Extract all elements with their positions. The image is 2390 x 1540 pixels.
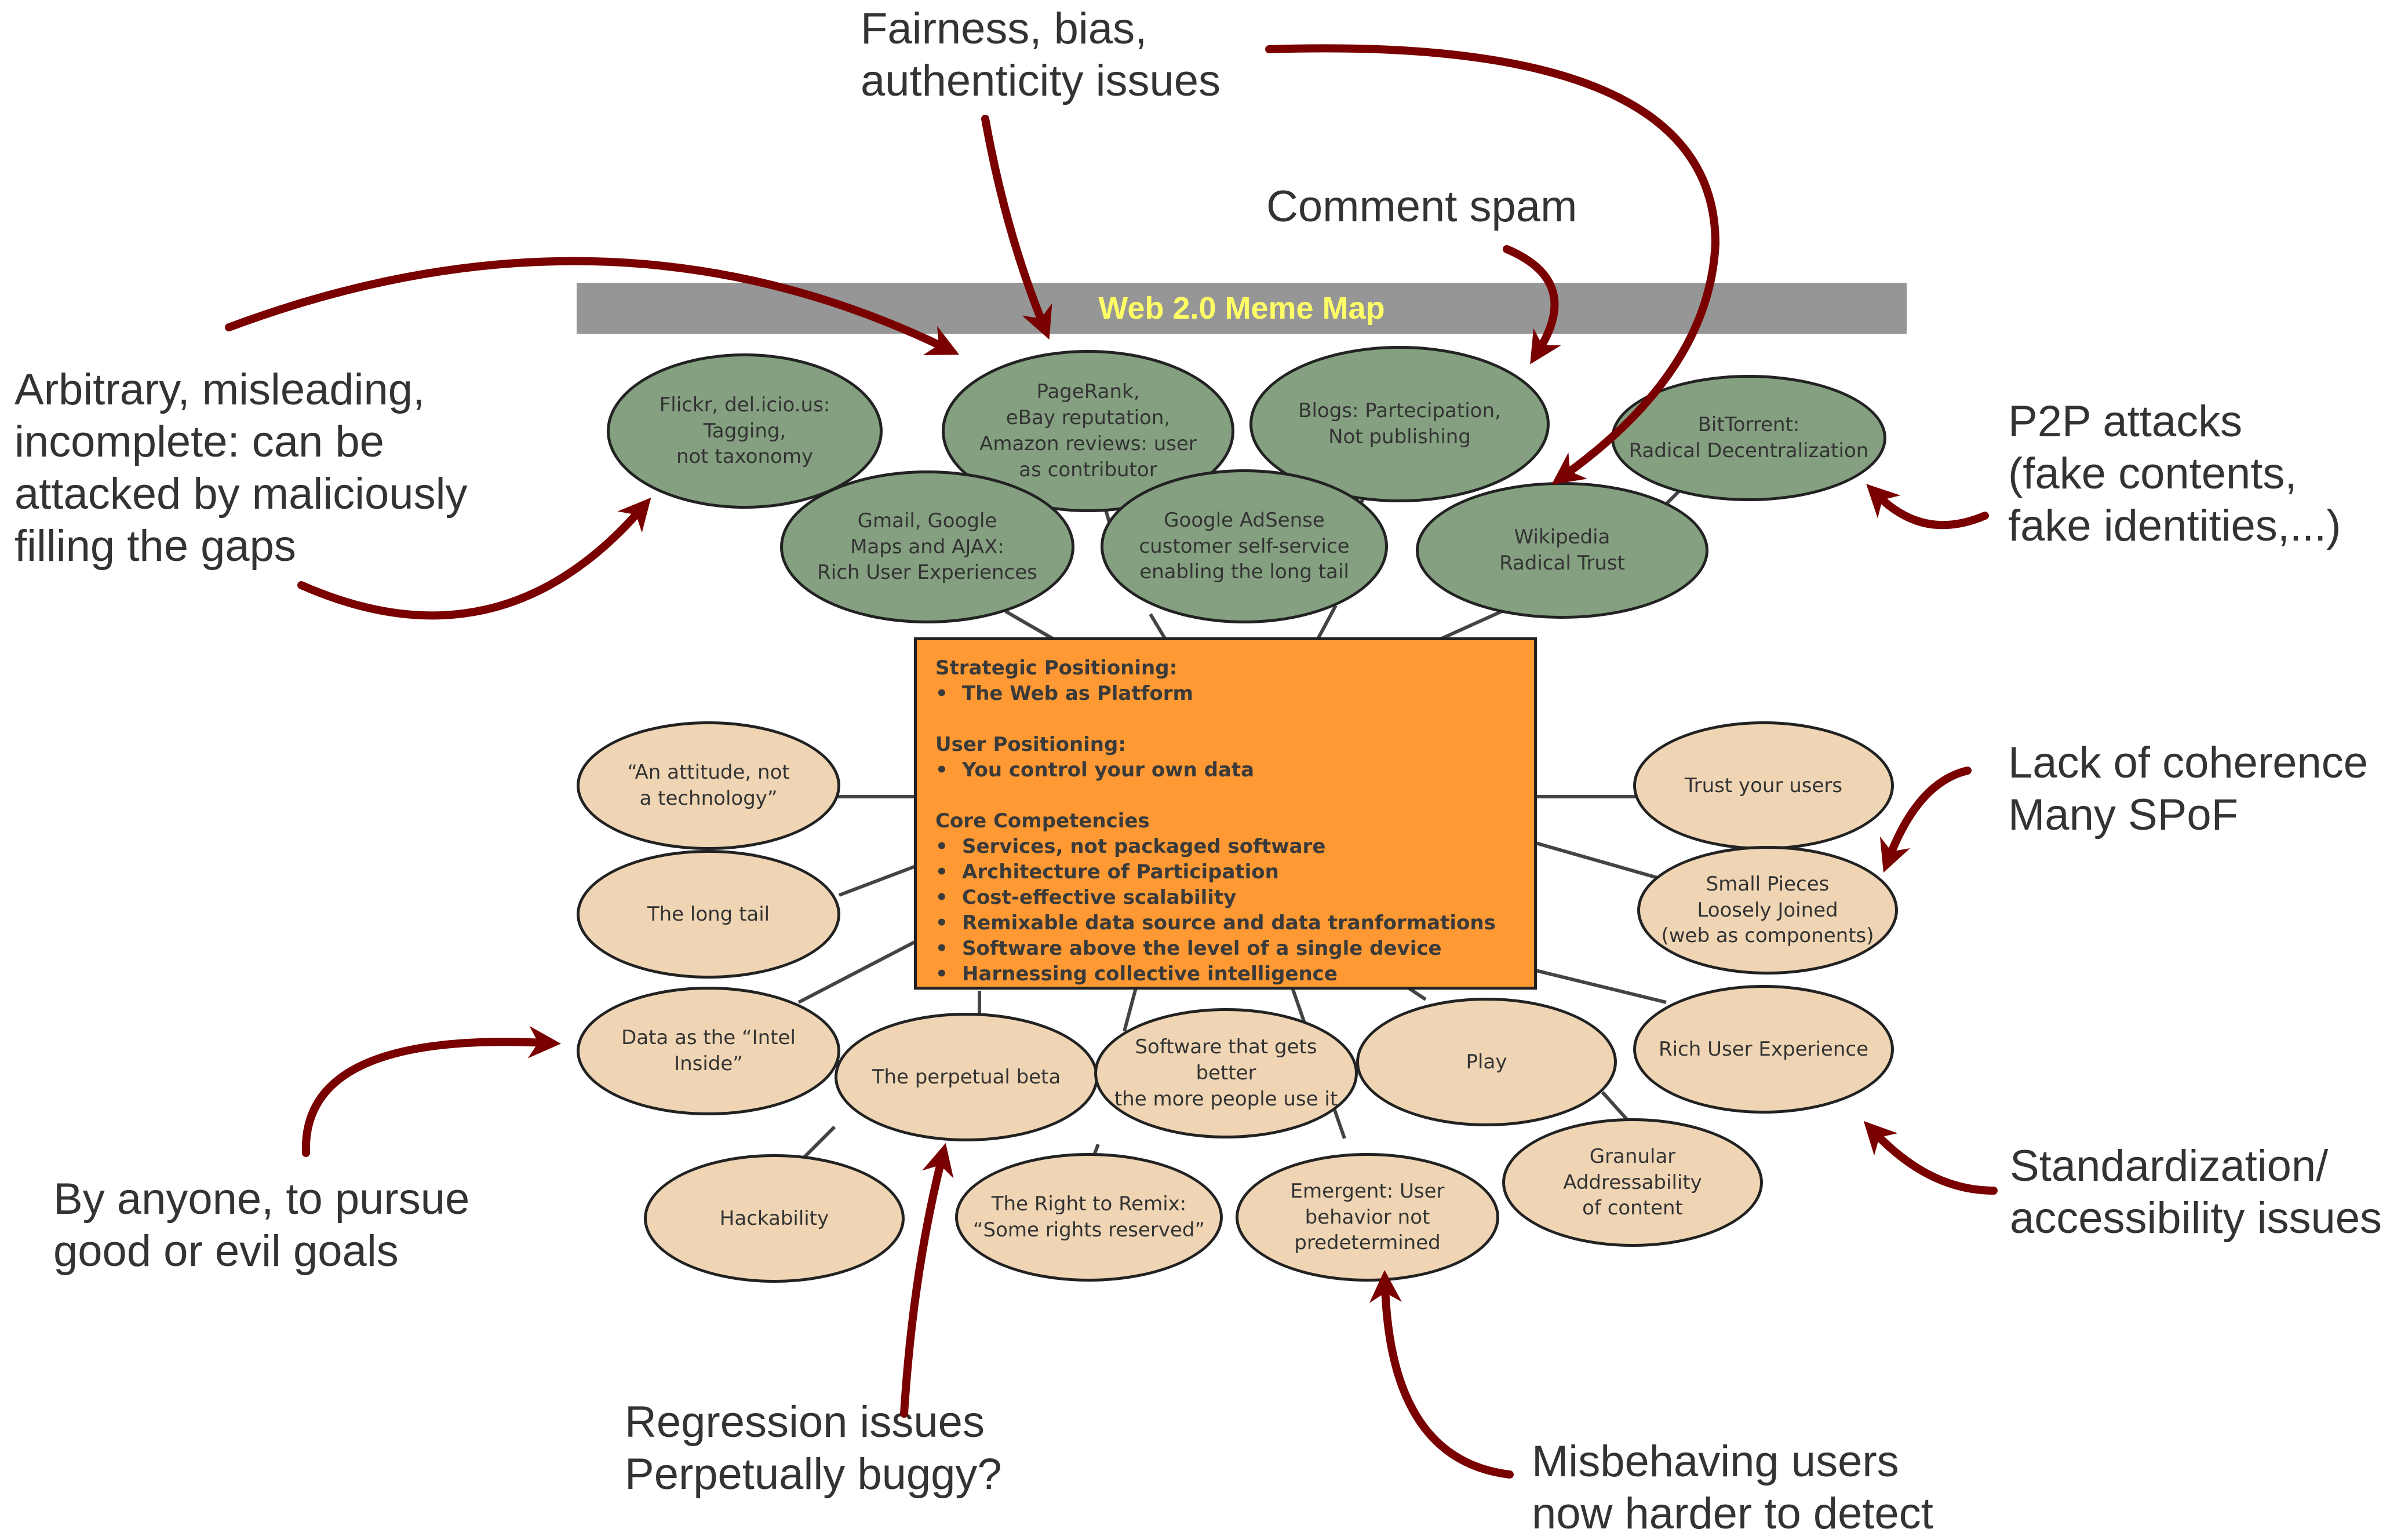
connector-rich: [1535, 969, 1667, 1004]
strategic-item: The Web as Platform: [935, 681, 1515, 706]
node-small-pieces-label: Small Pieces Loosely Joined (web as comp…: [1661, 872, 1874, 948]
annotation-standardization: Standardization/ accessibility issues: [2010, 1141, 2382, 1243]
node-software-better: Software that gets better the more peopl…: [1094, 1008, 1358, 1138]
annotation-comment-spam: Comment spam: [1266, 182, 1577, 231]
connector-play: [1407, 986, 1427, 1001]
arrow-coherence-to-smallpieces: [1879, 767, 1972, 873]
node-long-tail: The long tail: [577, 850, 840, 979]
node-play: Play: [1356, 998, 1617, 1126]
node-gmail: Gmail, Google Maps and AJAX: Rich User E…: [780, 470, 1074, 623]
connector-granular: [1601, 1090, 1630, 1123]
arrow-anyone-to-intel: [301, 1026, 561, 1157]
node-attitude-label: “An attitude, not a technology”: [627, 761, 790, 810]
strategic-header: Strategic Positioning:: [935, 656, 1178, 680]
node-gmail-label: Gmail, Google Maps and AJAX: Rich User E…: [817, 509, 1037, 585]
core-competencies-box: Strategic Positioning: The Web as Platfo…: [914, 637, 1537, 990]
arrow-fairness-to-pagerank: [981, 115, 1052, 340]
arrow-arbitrary-to-pagerank: [225, 257, 960, 356]
node-granular-label: Granular Addressability of content: [1563, 1144, 1702, 1220]
node-blogs-label: Blogs: Partecipation, Not publishing: [1298, 399, 1501, 448]
node-perpetual-beta: The perpetual beta: [835, 1013, 1098, 1141]
node-remix-label: The Right to Remix: “Some rights reserve…: [972, 1192, 1205, 1242]
node-rich-ux-label: Rich User Experience: [1658, 1037, 1869, 1061]
annotation-coherence: Lack of coherence Many SPoF: [2008, 738, 2369, 840]
node-adsense-label: Google AdSense customer self-service ena…: [1139, 508, 1350, 584]
node-remix: The Right to Remix: “Some rights reserve…: [955, 1153, 1223, 1282]
arrow-arbitrary-to-flickr: [297, 497, 651, 620]
core-item: Software above the level of a single dev…: [935, 936, 1515, 961]
node-hackability-label: Hackability: [719, 1206, 829, 1230]
user-item: You control your own data: [935, 757, 1515, 783]
node-emergent: Emergent: User behavior not predetermine…: [1236, 1153, 1499, 1282]
connector-wikipedia: [1314, 604, 1338, 644]
node-perpetual-beta-label: The perpetual beta: [872, 1065, 1061, 1089]
node-attitude: “An attitude, not a technology”: [577, 721, 840, 850]
arrow-standardization-to-rich: [1863, 1121, 1998, 1195]
node-intel-inside: Data as the “Intel Inside”: [577, 987, 840, 1115]
arrow-misbehaving-to-emergent: [1369, 1270, 1514, 1479]
annotation-arbitrary: Arbitrary, misleading, incomplete: can b…: [14, 365, 468, 571]
annotation-by-anyone: By anyone, to pursue good or evil goals: [53, 1174, 470, 1276]
core-item: Architecture of Participation: [935, 859, 1515, 885]
arrow-regression-to-beta: [900, 1143, 954, 1418]
core-item: Services, not packaged software: [935, 834, 1515, 859]
node-long-tail-label: The long tail: [647, 902, 770, 926]
arrow-p2p-to-bittorrent: [1866, 484, 1989, 530]
connector-software: [1123, 987, 1138, 1032]
core-item: Harnessing collective intelligence: [935, 961, 1515, 987]
node-bittorrent: BitTorrent: Radical Decentralization: [1611, 375, 1886, 501]
node-bittorrent-label: BitTorrent: Radical Decentralization: [1628, 413, 1869, 462]
node-wikipedia-label: Wikipedia Radical Trust: [1499, 526, 1625, 575]
node-small-pieces: Small Pieces Loosely Joined (web as comp…: [1637, 846, 1898, 975]
node-adsense: Google AdSense customer self-service ena…: [1101, 469, 1388, 623]
connector-intel: [797, 940, 917, 1004]
arrow-comment-spam-to-blogs: [1503, 245, 1561, 364]
connector-smallpieces: [1535, 841, 1658, 880]
node-trust-users-label: Trust your users: [1684, 773, 1843, 797]
node-hackability: Hackability: [644, 1154, 905, 1283]
node-emergent-label: Emergent: User behavior not predetermine…: [1290, 1179, 1445, 1255]
connector-hackability: [801, 1125, 836, 1161]
node-play-label: Play: [1466, 1050, 1507, 1074]
user-header: User Positioning:: [935, 733, 1126, 756]
node-intel-inside-label: Data as the “Intel Inside”: [621, 1026, 796, 1075]
node-flickr: Flickr, del.icio.us: Tagging, not taxono…: [607, 353, 883, 509]
diagram-title: Web 2.0 Meme Map: [1098, 291, 1385, 326]
node-trust-users: Trust your users: [1633, 721, 1894, 850]
node-granular: Granular Addressability of content: [1502, 1118, 1763, 1247]
annotation-regression: Regression issues Perpetually buggy?: [625, 1397, 1002, 1499]
core-item: Cost-effective scalability: [935, 885, 1515, 910]
arrow-fairness-to-wikipedia: [1265, 44, 1720, 485]
annotation-fairness: Fairness, bias, authenticity issues: [861, 4, 1220, 105]
core-header: Core Competencies: [935, 809, 1150, 833]
node-rich-ux: Rich User Experience: [1633, 985, 1894, 1114]
node-software-better-label: Software that gets better the more peopl…: [1114, 1035, 1338, 1111]
annotation-p2p: P2P attacks (fake contents, fake identit…: [2008, 397, 2341, 550]
node-pagerank-label: PageRank, eBay reputation, Amazon review…: [979, 380, 1197, 481]
core-item: Remixable data source and data tranforma…: [935, 910, 1515, 936]
node-flickr-label: Flickr, del.icio.us: Tagging, not taxono…: [659, 393, 830, 469]
connector-longtail: [838, 864, 917, 897]
